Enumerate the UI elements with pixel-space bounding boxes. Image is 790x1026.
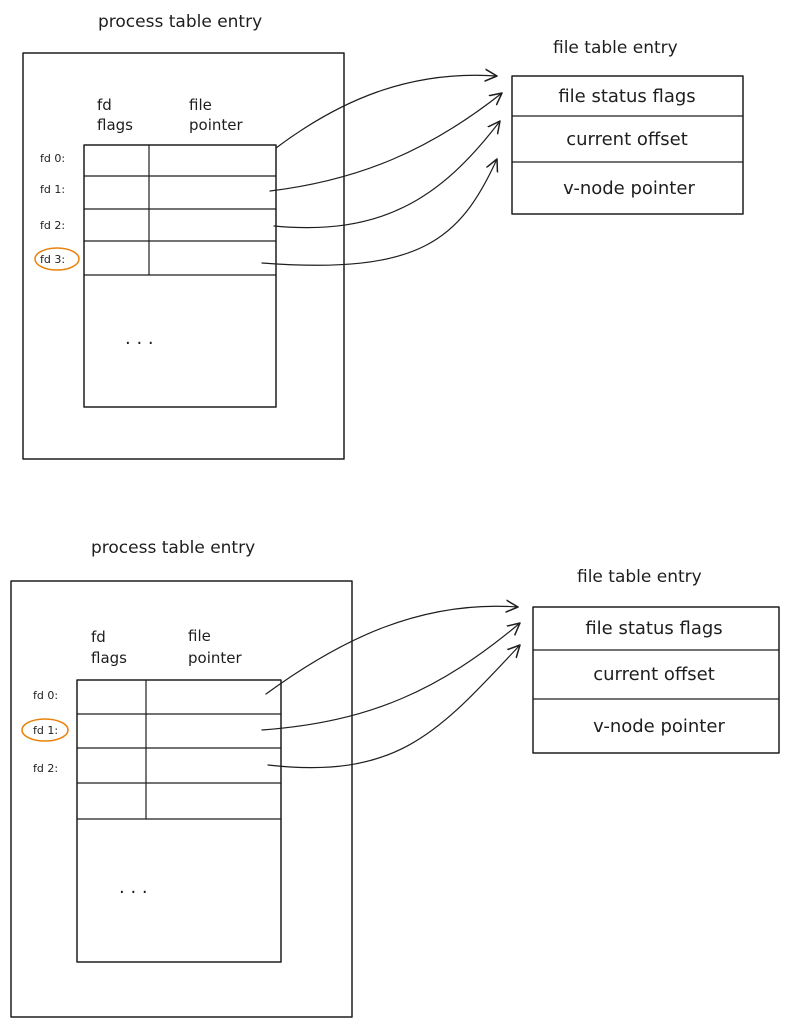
process-table-box <box>22 52 345 460</box>
fd-table-outline <box>76 679 282 963</box>
file-table-box <box>511 75 744 215</box>
file-row-current-offset: current offset <box>593 664 715 685</box>
diagram-2: process table entry fd flags file pointe… <box>10 538 780 1018</box>
file-row-current-offset: current offset <box>566 129 688 150</box>
file-row-vnode-pointer: v-node pointer <box>593 716 725 737</box>
col-header-file-pointer-line2: pointer <box>189 116 243 134</box>
fd-label-1: fd 1: <box>33 724 58 737</box>
col-header-file-pointer-line1: file <box>188 627 211 645</box>
process-table-box <box>10 580 353 1018</box>
process-table-title: process table entry <box>91 538 255 558</box>
highlight-circle <box>34 247 80 271</box>
file-row-status-flags: file status flags <box>585 618 722 639</box>
fd-label-3: fd 3: <box>40 253 65 266</box>
arrow-fd1 <box>261 623 520 731</box>
arrow-fd3 <box>261 159 497 266</box>
process-table-title: process table entry <box>98 12 262 32</box>
fd-label-1: fd 1: <box>40 183 65 196</box>
fd-table <box>76 679 282 963</box>
col-header-fd-flags-line2: flags <box>91 649 127 667</box>
highlight-circle <box>21 718 69 742</box>
file-row-vnode-pointer: v-node pointer <box>563 178 695 199</box>
arrow-fd0 <box>275 75 497 149</box>
fd-label-0: fd 0: <box>33 689 58 702</box>
arrow-fd1 <box>269 93 502 192</box>
diagram-1: process table entry fd flags file pointe… <box>22 12 744 460</box>
fd-label-2: fd 2: <box>40 219 65 232</box>
col-header-fd-flags-line2: flags <box>97 116 133 134</box>
fd-label-0: fd 0: <box>40 152 65 165</box>
file-row-status-flags: file status flags <box>558 86 695 107</box>
fd-table-outline <box>83 144 277 408</box>
ellipsis: . . . <box>119 877 148 898</box>
col-header-file-pointer-line1: file <box>189 96 212 114</box>
fd-label-2: fd 2: <box>33 762 58 775</box>
file-table-title: file table entry <box>553 38 678 58</box>
col-header-file-pointer-line2: pointer <box>188 649 242 667</box>
file-table-title: file table entry <box>577 567 702 587</box>
file-table-box <box>532 606 780 754</box>
arrow-fd0 <box>265 606 518 695</box>
ellipsis: . . . <box>125 328 154 349</box>
col-header-fd-flags-line1: fd <box>97 96 112 114</box>
arrow-fd2 <box>273 121 500 229</box>
arrow-fd2 <box>267 645 520 769</box>
col-header-fd-flags-line1: fd <box>91 628 106 646</box>
fd-table <box>83 144 277 408</box>
